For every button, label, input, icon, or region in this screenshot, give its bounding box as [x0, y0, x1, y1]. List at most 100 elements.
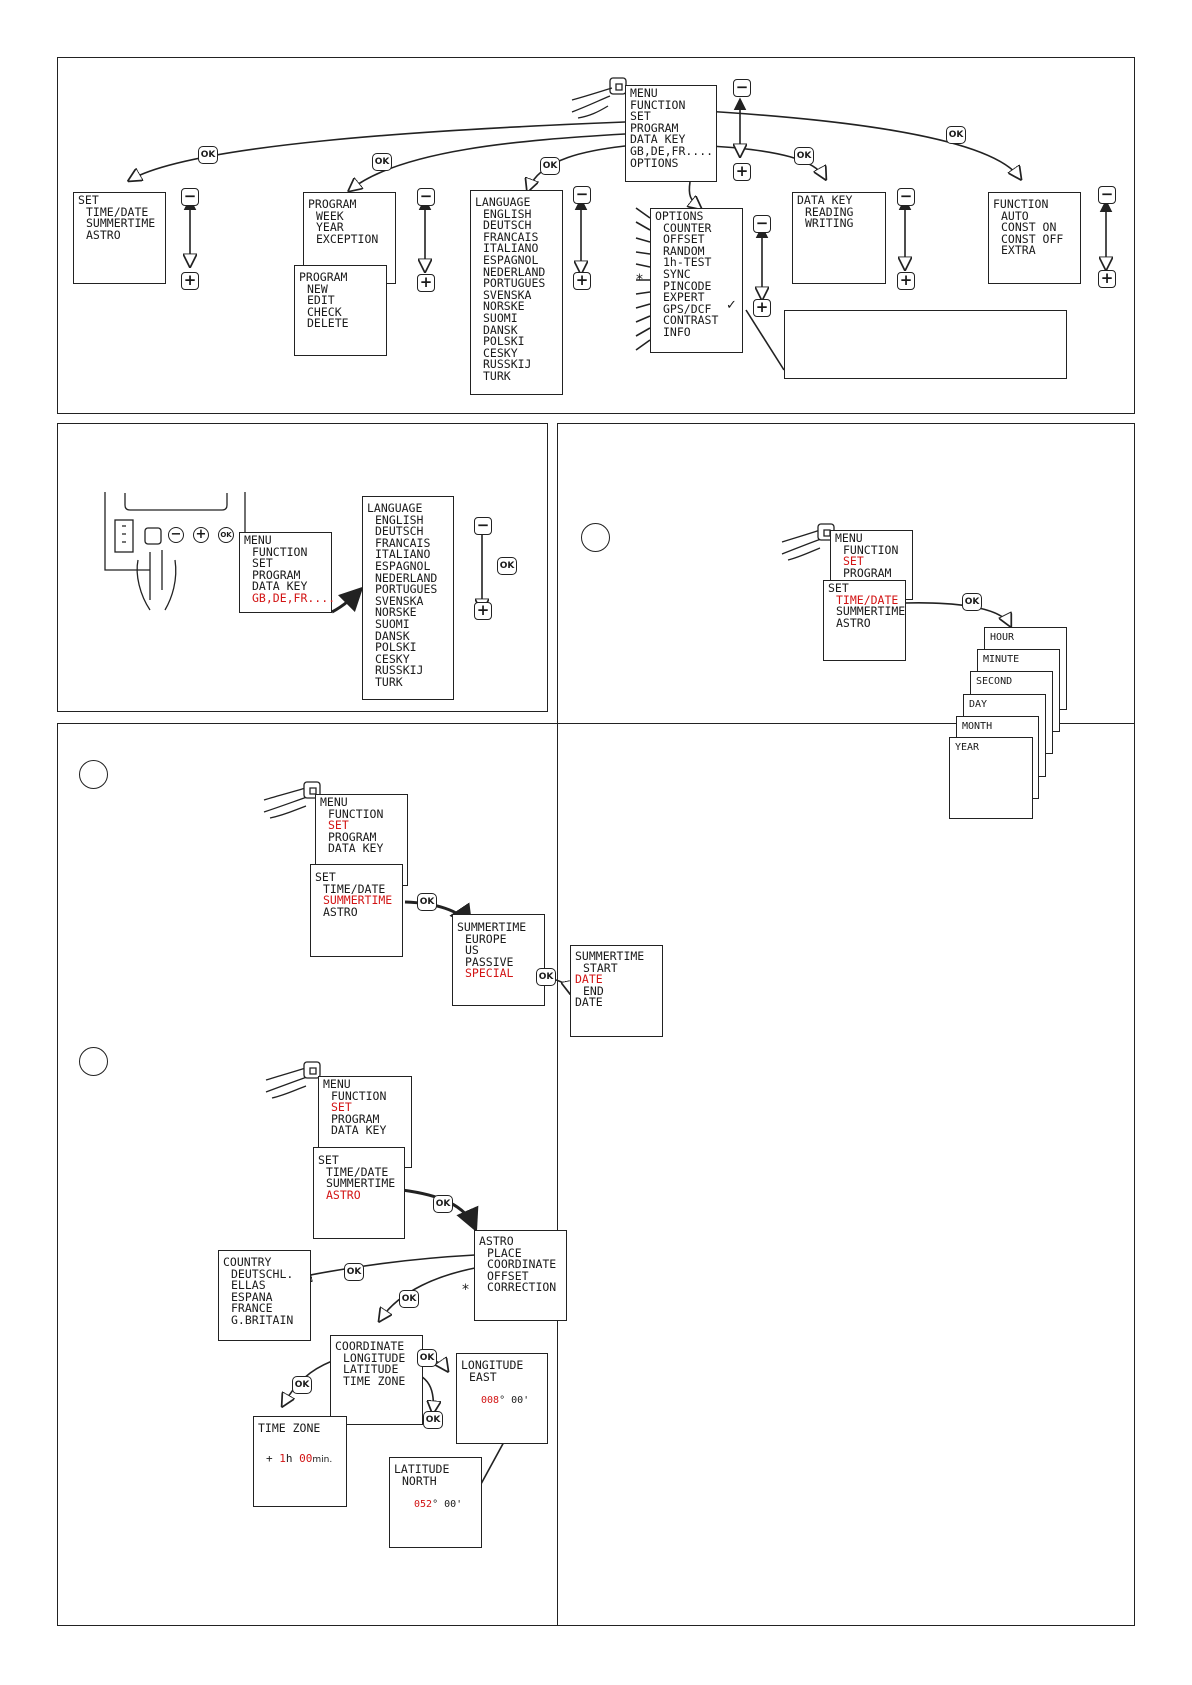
language-item[interactable]: NORSKE [375, 605, 417, 620]
language-item[interactable]: ITALIANO [483, 241, 539, 256]
set-item-time-date[interactable]: TIME/DATE [86, 204, 149, 219]
set-item-time-date[interactable]: TIME/DATE [326, 1164, 389, 1179]
data-key-item-writing[interactable]: WRITING [805, 216, 854, 231]
set-item-astro[interactable]: ASTRO [836, 615, 871, 630]
ok-button[interactable]: OK [399, 1290, 419, 1308]
menu-item-set-selected[interactable]: SET [843, 554, 864, 569]
plus-button[interactable]: + [181, 272, 199, 290]
menu-item-function[interactable]: FUNCTION [630, 97, 686, 112]
menu-item-program[interactable]: PROGRAM [843, 565, 892, 580]
coordinate-item-longitude[interactable]: LONGITUDE [343, 1350, 406, 1365]
language-item[interactable]: SUOMI [375, 616, 410, 631]
language-item[interactable]: ENGLISH [483, 206, 532, 221]
minus-button[interactable]: − [474, 517, 492, 535]
language-item[interactable]: NEDERLAND [483, 264, 546, 279]
options-item-gps-dcf[interactable]: GPS/DCF [663, 301, 712, 316]
time-zone-minutes[interactable]: 00 [299, 1451, 313, 1465]
language-item[interactable]: DEUTSCH [375, 524, 424, 539]
plus-button[interactable]: + [474, 602, 492, 620]
menu-item-data-key[interactable]: DATA KEY [252, 579, 308, 594]
astro-item-coordinate[interactable]: COORDINATE [487, 1257, 557, 1272]
country-item[interactable]: ELLAS [231, 1278, 266, 1293]
set-item-astro-selected[interactable]: ASTRO [326, 1187, 361, 1202]
plus-button[interactable]: + [897, 272, 915, 290]
language-item[interactable]: PORTUGUES [483, 276, 546, 291]
data-key-item-reading[interactable]: READING [805, 204, 854, 219]
language-item[interactable]: PORTUGUES [375, 582, 438, 597]
language-item[interactable]: ESPAGNOL [375, 558, 431, 573]
function-item-auto[interactable]: AUTO [1001, 208, 1029, 223]
ok-button[interactable]: OK [423, 1411, 443, 1429]
minus-button[interactable]: − [897, 188, 915, 206]
ok-button[interactable]: OK [433, 1195, 453, 1213]
program-item-year[interactable]: YEAR [316, 220, 344, 235]
language-item[interactable]: FRANCAIS [483, 229, 539, 244]
end-date-value[interactable]: DATE [575, 995, 603, 1010]
minus-button[interactable]: − [1098, 186, 1116, 204]
options-item-1h-test[interactable]: 1h-TEST [663, 255, 712, 270]
ok-button[interactable]: OK [372, 153, 392, 171]
language-item[interactable]: TURK [483, 368, 511, 383]
ok-button[interactable]: OK [198, 146, 218, 164]
ok-button[interactable]: OK [417, 1349, 437, 1367]
ok-button[interactable]: OK [946, 126, 966, 144]
country-item[interactable]: ESPANA [231, 1289, 273, 1304]
minus-button[interactable]: − [417, 188, 435, 206]
menu-item-function[interactable]: FUNCTION [328, 806, 384, 821]
menu-item-set[interactable]: SET [630, 109, 651, 124]
coordinate-item-latitude[interactable]: LATITUDE [343, 1362, 399, 1377]
ok-button[interactable]: OK [962, 593, 982, 611]
menu-item-function[interactable]: FUNCTION [331, 1088, 387, 1103]
language-item[interactable]: DANSK [375, 628, 410, 643]
astro-item-offset[interactable]: OFFSET [487, 1268, 529, 1283]
ok-button[interactable]: OK [536, 968, 556, 986]
language-item[interactable]: SVENSKA [483, 287, 532, 302]
menu-item-language-selected[interactable]: GB,DE,FR.... [252, 590, 336, 605]
program-item-exception[interactable]: EXCEPTION [316, 231, 379, 246]
menu-item-language[interactable]: GB,DE,FR.... [630, 143, 714, 158]
summertime-item-us[interactable]: US [465, 943, 479, 958]
language-item[interactable]: NEDERLAND [375, 570, 438, 585]
menu-item-function[interactable]: FUNCTION [252, 544, 308, 559]
set-item-astro[interactable]: ASTRO [86, 227, 121, 242]
function-item-const-off[interactable]: CONST OFF [1001, 231, 1064, 246]
device-plus-button[interactable]: + [193, 527, 209, 543]
menu-item-program[interactable]: PROGRAM [252, 567, 301, 582]
menu-item-set[interactable]: SET [252, 556, 273, 571]
set-item-summertime[interactable]: SUMMERTIME [326, 1176, 396, 1191]
longitude-minutes[interactable]: 00 [511, 1395, 524, 1407]
country-item[interactable]: FRANCE [231, 1301, 273, 1316]
language-item[interactable]: RUSSKIJ [483, 357, 532, 372]
options-item-counter[interactable]: COUNTER [663, 220, 712, 235]
menu-item-data-key[interactable]: DATA KEY [328, 841, 384, 856]
menu-item-program[interactable]: PROGRAM [328, 829, 377, 844]
country-item[interactable]: DEUTSCHL. [231, 1266, 294, 1281]
set-item-time-date-selected[interactable]: TIME/DATE [836, 592, 899, 607]
function-item-extra[interactable]: EXTRA [1001, 243, 1036, 258]
options-item-offset[interactable]: OFFSET [663, 232, 705, 247]
language-item[interactable]: CESKY [375, 651, 410, 666]
set-item-astro[interactable]: ASTRO [323, 904, 358, 919]
language-item[interactable]: SVENSKA [375, 593, 424, 608]
latitude-degrees[interactable]: 052 [414, 1499, 433, 1511]
set-item-summertime-selected[interactable]: SUMMERTIME [323, 893, 393, 908]
menu-item-set-selected[interactable]: SET [328, 818, 349, 833]
coordinate-item-time-zone[interactable]: TIME ZONE [343, 1373, 406, 1388]
program-item-week[interactable]: WEEK [316, 208, 344, 223]
ok-button[interactable]: OK [794, 147, 814, 165]
program-item-delete[interactable]: DELETE [307, 316, 349, 331]
options-item-info[interactable]: INFO [663, 324, 691, 339]
start-date-value[interactable]: DATE [575, 972, 603, 987]
program-item-new[interactable]: NEW [307, 281, 328, 296]
plus-button[interactable]: + [573, 272, 591, 290]
country-item[interactable]: G.BRITAIN [231, 1312, 294, 1327]
ok-button[interactable]: OK [497, 557, 517, 575]
language-item[interactable]: POLSKI [375, 640, 417, 655]
device-ok-button[interactable]: OK [218, 527, 234, 543]
minus-button[interactable]: − [753, 215, 771, 233]
plus-button[interactable]: + [417, 274, 435, 292]
language-item[interactable]: DANSK [483, 322, 518, 337]
time-zone-hours[interactable]: 1 [279, 1451, 286, 1465]
menu-item-program[interactable]: PROGRAM [331, 1111, 380, 1126]
language-item[interactable]: NORSKE [483, 299, 525, 314]
